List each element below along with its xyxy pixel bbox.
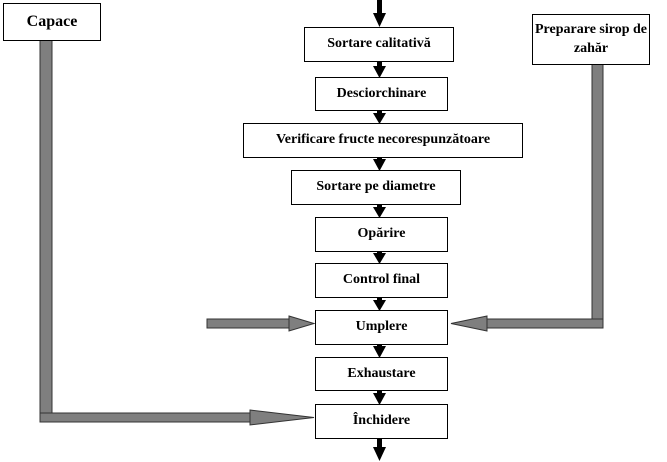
step-exhaustare: Exhaustare (315, 357, 448, 391)
flow-arrow (373, 251, 386, 264)
step-verificare-fructe: Verificare fructe necorespunzătoare (243, 123, 523, 158)
step-label: Sortare pe diametre (316, 179, 436, 195)
step-label: Închidere (352, 413, 411, 429)
flow-arrow (373, 157, 386, 171)
preparare-sirop-label: Preparare sirop de zahăr (535, 22, 647, 56)
flow-arrow (373, 343, 386, 358)
step-sortare-diametre: Sortare pe diametre (291, 170, 461, 205)
preparare-sirop-box: Preparare sirop de zahăr (532, 14, 650, 65)
flow-arrow (373, 390, 386, 405)
right-feed-pipe (450, 63, 604, 332)
step-control-final: Control final (315, 263, 448, 298)
step-label: Sortare calitativă (327, 36, 431, 52)
flow-arrow (373, 297, 386, 311)
step-label: Control final (342, 272, 421, 288)
flow-arrow (373, 204, 386, 218)
step-inchidere: Închidere (315, 404, 448, 439)
capace-box: Capace (3, 3, 101, 41)
step-label: Opărire (357, 226, 406, 242)
step-label: Verificare fructe necorespunzătoare (275, 132, 491, 148)
flow-arrow (373, 438, 386, 461)
step-label: Desciorchinare (336, 85, 427, 101)
step-label: Exhaustare (347, 365, 416, 381)
flow-arrow (373, 0, 386, 27)
capace-label: Capace (26, 12, 78, 30)
step-oparire: Opărire (315, 217, 448, 252)
step-umplere: Umplere (315, 310, 448, 345)
left-incoming-arrow (206, 315, 316, 332)
left-feed-pipe (39, 39, 315, 426)
flow-arrow (373, 110, 386, 124)
step-label: Umplere (355, 319, 408, 335)
step-desciorchinare: Desciorchinare (315, 77, 448, 111)
flow-arrow (373, 62, 386, 78)
step-sortare-calitativa: Sortare calitativă (304, 27, 454, 62)
